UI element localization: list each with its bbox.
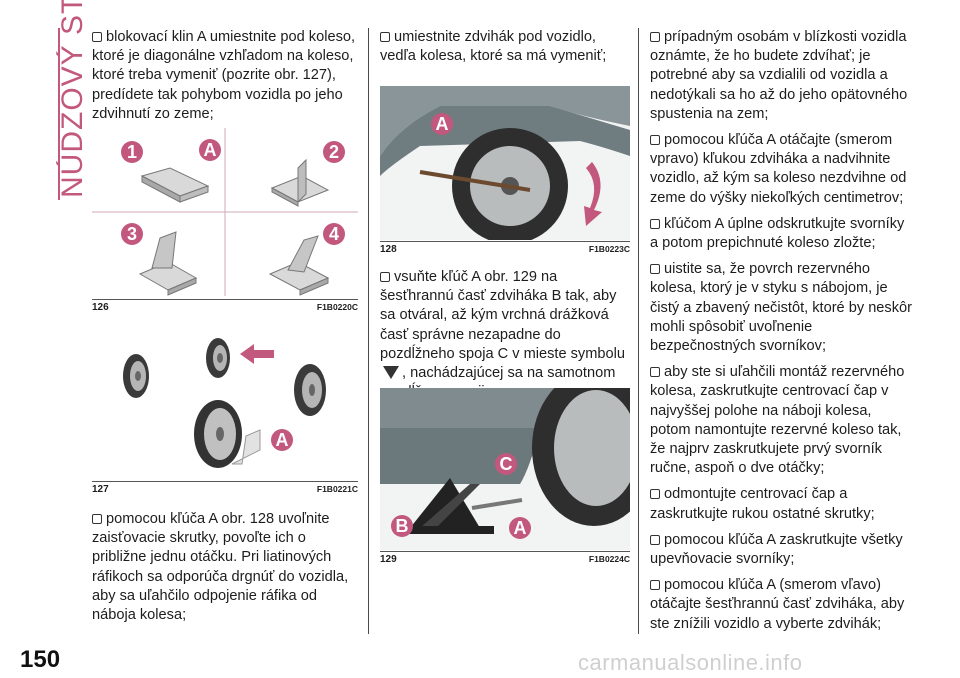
instruction-paragraph: blokovací klin A umiestnite pod koleso, … [92, 29, 356, 122]
wheels-chock-illustration: A [123, 338, 326, 468]
wheel-icon [194, 400, 242, 468]
instruction-paragraph: pomocou kľúča A obr. 128 uvoľnite zaisťo… [92, 511, 349, 624]
label-3: 3 [121, 223, 143, 245]
watermark: carmanualsonline.info [578, 650, 803, 675]
figure-number: 126 [92, 302, 109, 313]
checkbox-bullet-icon [650, 218, 660, 229]
svg-text:2: 2 [329, 142, 339, 162]
label-a: A [199, 139, 221, 161]
section-rule [58, 28, 60, 200]
checkbox-bullet-icon [380, 272, 390, 282]
label-a: A [431, 113, 453, 135]
column-2-continued: vsuňte kľúč A obr. 129 na šesťhrannú čas… [380, 268, 632, 409]
scissor-jack-icon [410, 478, 480, 528]
figure-code: F1B0224C [588, 554, 630, 564]
figure-caption: 129 F1B0224C [380, 551, 630, 566]
label-4: 4 [323, 223, 345, 245]
instruction-paragraph: uistite sa, že povrch rezervného kolesa,… [650, 261, 912, 355]
instruction-paragraph: vsuňte kľúč A obr. 129 na šesťhrannú čas… [380, 269, 625, 400]
wrench-icon [419, 170, 531, 192]
figure-number: 127 [92, 484, 109, 495]
instruction-paragraph: pomocou kľúča A otáčajte (smerom vpravo)… [650, 132, 907, 206]
svg-text:A: A [514, 518, 527, 538]
checkbox-bullet-icon [650, 489, 660, 500]
column-divider [638, 28, 639, 634]
checkbox-bullet-icon [650, 367, 660, 378]
rotation-arrow-icon [584, 162, 602, 226]
jack-point-symbol-icon [383, 366, 399, 380]
checkbox-bullet-icon [92, 32, 102, 42]
label-c: C [495, 453, 517, 475]
wrench-wheel-illustration: A [380, 86, 630, 244]
instruction-paragraph: pomocou kľúča A (smerom vľavo) otáčajte … [650, 577, 905, 632]
svg-text:1: 1 [127, 142, 137, 162]
section-title: NÚDZOVÝ STAV [34, 0, 89, 208]
label-a: A [271, 429, 293, 451]
page-number: 150 [20, 646, 61, 673]
svg-text:C: C [500, 454, 513, 474]
wheel-chock-icon [231, 429, 261, 465]
instruction-paragraph: prípadným osobám v blízkosti vozidla ozn… [650, 29, 908, 122]
arrow-icon [240, 344, 274, 364]
column-1-continued: pomocou kľúča A obr. 128 uvoľnite zaisťo… [92, 510, 362, 632]
svg-text:A: A [436, 114, 449, 134]
instruction-paragraph: umiestnite zdvihák pod vozidlo, vedľa ko… [380, 29, 607, 65]
svg-text:A: A [204, 140, 217, 160]
checkbox-bullet-icon [92, 514, 102, 524]
label-2: 2 [323, 141, 345, 163]
figure-129: C B A 129 F1B0224C [380, 370, 656, 566]
svg-text:3: 3 [127, 224, 137, 244]
column-3: prípadným osobám v blízkosti vozidla ozn… [650, 28, 912, 641]
instruction-paragraph: odmontujte centrovací čap a zaskrutkujte… [650, 486, 875, 522]
svg-text:4: 4 [329, 224, 339, 244]
figure-127: A 127 F1B0221C [92, 322, 358, 496]
label-b: B [391, 515, 413, 537]
figure-caption: 126 F1B0220C [92, 299, 358, 314]
instruction-paragraph: pomocou kľúča A zaskrutkujte všetky upev… [650, 531, 903, 568]
wheel-icon [206, 338, 230, 378]
figure-126: 1 A 2 3 4 126 F1B0220C [92, 128, 358, 314]
wrench-icon [471, 498, 523, 510]
jack-placement-illustration: C B A [380, 370, 656, 550]
figure-code: F1B0223C [588, 244, 630, 254]
figure-128: A 128 F1B0223C [380, 86, 630, 256]
section-title-text: NÚDZOVÝ STAV [56, 0, 89, 198]
wheel-icon [294, 364, 326, 416]
figure-caption: 127 F1B0221C [92, 481, 358, 496]
svg-text:A: A [276, 430, 289, 450]
column-2: umiestnite zdvihák pod vozidlo, vedľa ko… [380, 28, 632, 73]
checkbox-bullet-icon [650, 32, 660, 42]
figure-code: F1B0220C [316, 302, 358, 312]
figure-number: 128 [380, 244, 397, 255]
figure-number: 129 [380, 554, 397, 565]
instruction-paragraph: kľúčom A úplne odskrutkujte svorníky a p… [650, 215, 905, 252]
checkbox-bullet-icon [650, 264, 660, 275]
column-1: blokovací klin A umiestnite pod koleso, … [92, 28, 358, 131]
wheel-icon [123, 354, 149, 398]
rim-icon [554, 390, 638, 506]
checkbox-bullet-icon [650, 534, 660, 545]
figure-caption: 128 F1B0223C [380, 241, 630, 256]
figure-code: F1B0221C [316, 484, 358, 494]
label-a: A [509, 517, 531, 539]
checkbox-bullet-icon [380, 32, 390, 42]
column-divider [368, 28, 369, 634]
checkbox-bullet-icon [650, 580, 660, 591]
instruction-paragraph: aby ste si uľahčili montáž rezervného ko… [650, 364, 905, 477]
svg-text:B: B [396, 516, 409, 536]
label-1: 1 [121, 141, 143, 163]
checkbox-bullet-icon [650, 135, 660, 146]
wheel-chock-illustration: 1 A 2 3 4 [92, 128, 358, 296]
